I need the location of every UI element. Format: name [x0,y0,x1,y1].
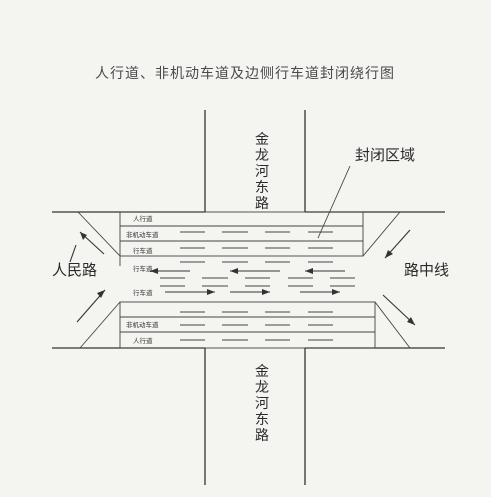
traffic-arrows [69,229,416,326]
lane-label-bottom-1: 行车道 [133,288,153,297]
svg-text:东: 东 [255,180,269,196]
diagram-title: 人行道、非机动车道及边侧行车道封闭绕行图 [95,65,395,82]
svg-text:龙: 龙 [255,148,269,164]
svg-text:路: 路 [255,428,269,444]
south-road-label: 金 龙 河 东 路 [255,364,269,444]
closed-box-bottom [119,301,376,349]
west-road-label: 人民路 [52,261,97,279]
centre-lanes [160,277,355,287]
svg-text:河: 河 [255,164,269,180]
closed-area-bottom [79,301,411,349]
closed-area-top [77,211,401,266]
dashed-lanes-bottom [180,311,333,341]
svg-text:东: 东 [255,412,269,428]
dashed-lanes-top [180,231,333,263]
callout-leader-line [317,165,351,239]
svg-text:路: 路 [255,196,269,212]
lane-label-top-1: 人行道 [133,214,153,223]
closed-box-top [119,211,364,257]
closed-area-callout: 封闭区域 [355,146,415,164]
lane-label-top-4: 行车道 [133,264,153,273]
svg-text:龙: 龙 [255,380,269,396]
svg-text:河: 河 [255,396,269,412]
lane-label-bottom-3: 人行道 [133,336,153,345]
lane-label-top-3: 行车道 [133,246,153,255]
north-road-label: 金 龙 河 东 路 [255,132,269,212]
lane-label-bottom-2: 非机动车道 [126,320,159,329]
svg-text:金: 金 [255,132,269,148]
east-road-label: 路中线 [404,261,449,279]
lane-label-top-2: 非机动车道 [126,230,159,239]
svg-text:金: 金 [255,364,269,380]
